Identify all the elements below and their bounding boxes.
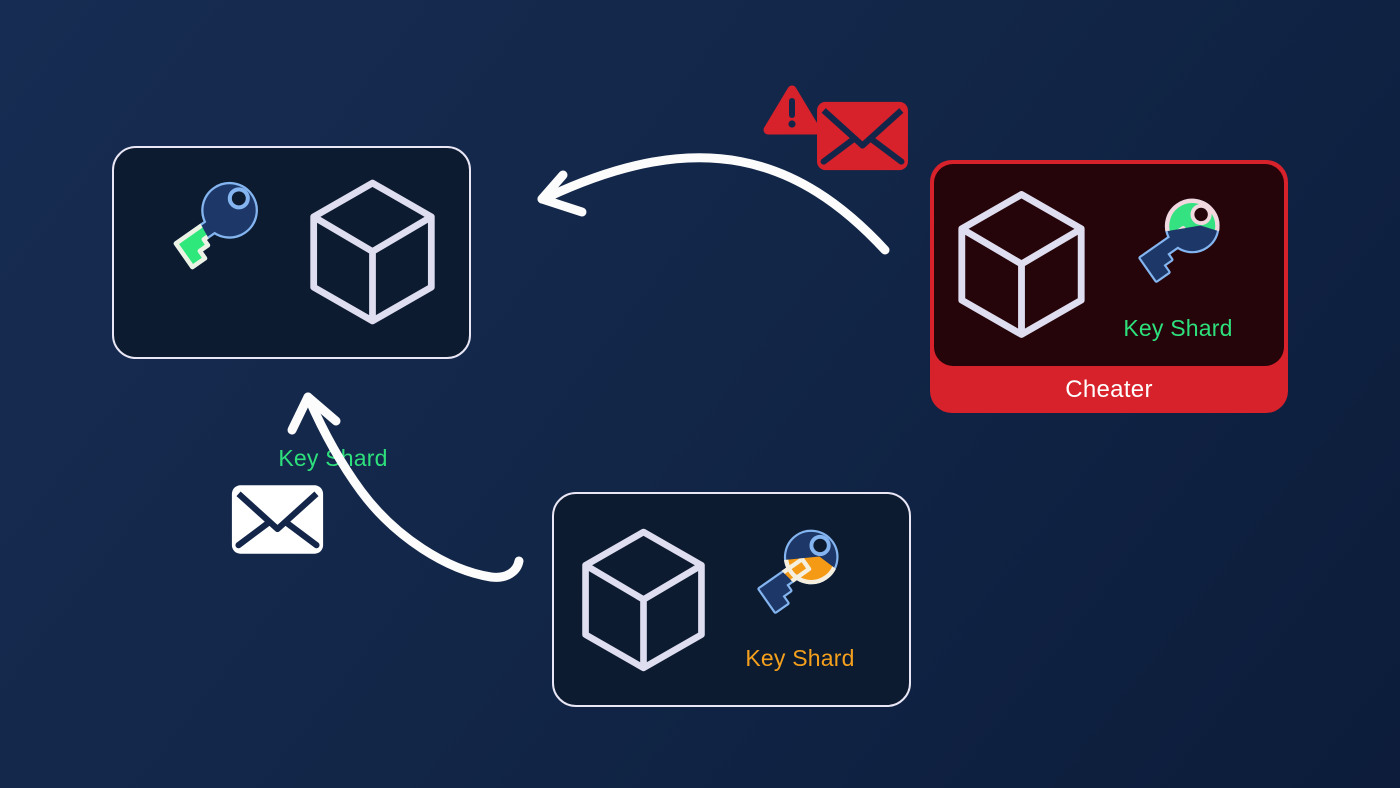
arrow-honest-to-receiver xyxy=(287,392,524,582)
cheater-node: Key Shard Cheater xyxy=(930,160,1288,413)
key-shard-icon xyxy=(173,181,258,270)
cheater-banner-label: Cheater xyxy=(1065,375,1153,403)
cube-icon xyxy=(310,179,435,325)
warning-triangle-icon xyxy=(763,85,821,135)
alert-envelope-icon xyxy=(817,101,908,171)
cheater-node-body: Key Shard xyxy=(934,164,1284,366)
cheater-banner: Cheater xyxy=(930,366,1288,413)
honest-node: Key Shard xyxy=(552,492,911,707)
honest-key-shard-label: Key Shard xyxy=(745,645,855,671)
key-shard-icon xyxy=(1138,191,1225,283)
cheater-key-shard-label: Key Shard xyxy=(1123,315,1233,341)
envelope-icon xyxy=(231,485,324,554)
arrow-cheater-to-receiver xyxy=(537,153,890,255)
receiver-node: Key Shard xyxy=(112,146,471,471)
cube-icon xyxy=(958,191,1085,338)
cube-icon xyxy=(582,528,705,672)
key-shard-icon xyxy=(757,529,847,614)
